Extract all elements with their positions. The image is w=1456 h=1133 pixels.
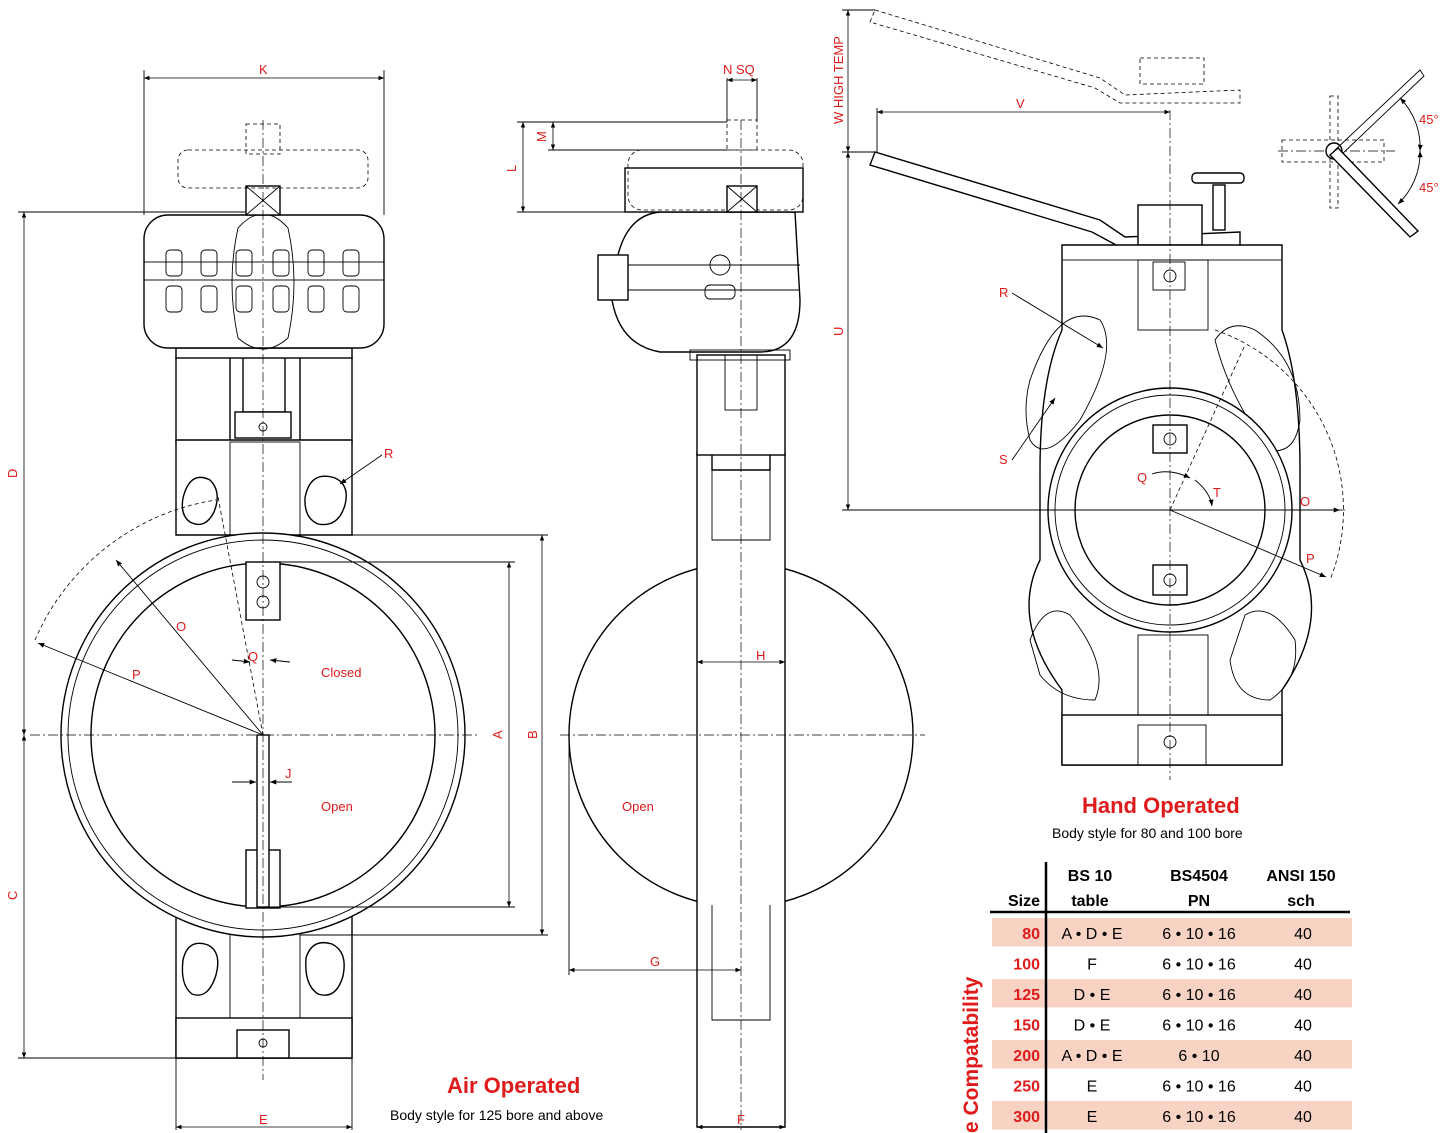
cell-bs10: D • E: [1074, 1018, 1111, 1035]
handle-position-detail: 45° 45°: [1278, 69, 1439, 238]
label-open-mid: Open: [622, 799, 654, 814]
label-P-left: P: [132, 667, 141, 682]
cell-size: 250: [1013, 1079, 1040, 1096]
cell-bs10: E: [1087, 1079, 1098, 1096]
cell-size: 200: [1013, 1048, 1040, 1065]
label-B: B: [525, 730, 540, 739]
label-angle-bottom: 45°: [1419, 180, 1439, 195]
label-H: H: [756, 648, 765, 663]
cell-ansi: 40: [1294, 1018, 1312, 1035]
table-rows: 80 A • D • E 6 • 10 • 16 40 100 F 6 • 10 • 16 4…: [992, 918, 1352, 1130]
cell-size: 100: [1013, 957, 1040, 974]
cell-ansi: 40: [1294, 926, 1312, 943]
table-header-size: Size: [1008, 893, 1040, 910]
cell-ansi: 40: [1294, 1048, 1312, 1065]
row-shading: [992, 1040, 1352, 1069]
table-header-ansi-line1: ANSI 150: [1266, 868, 1335, 885]
table-header-bs4504-line2: PN: [1188, 893, 1210, 910]
table-row: 80 A • D • E 6 • 10 • 16 40: [992, 918, 1352, 947]
cell-ansi: 40: [1294, 1079, 1312, 1096]
table-row: 100 F 6 • 10 • 16 40: [1013, 957, 1312, 974]
air-operated-title: Air Operated: [447, 1073, 580, 1098]
label-N-SQ: N SQ: [723, 62, 755, 77]
cell-bs4504: 6 • 10 • 16: [1162, 1079, 1236, 1096]
label-closed: Closed: [321, 665, 361, 680]
row-shading: [992, 918, 1352, 947]
label-P-right: P: [1306, 551, 1315, 566]
cell-bs10: A • D • E: [1062, 926, 1123, 943]
cell-bs4504: 6 • 10 • 16: [1162, 987, 1236, 1004]
table-row: 200 A • D • E 6 • 10 40: [992, 1040, 1352, 1069]
cell-bs4504: 6 • 10: [1178, 1048, 1219, 1065]
hand-operated-subtitle: Body style for 80 and 100 bore: [1052, 825, 1243, 841]
label-W: W HIGH TEMP: [831, 36, 846, 124]
label-A: A: [490, 730, 505, 739]
label-M: M: [534, 131, 549, 142]
table-header-ansi-line2: sch: [1287, 893, 1315, 910]
label-R-right: R: [999, 285, 1008, 300]
table-row: 300 E 6 • 10 • 16 40: [992, 1101, 1352, 1130]
label-O-right: O: [1300, 494, 1310, 509]
table-header-bs10-line2: table: [1071, 893, 1108, 910]
label-F: F: [737, 1112, 745, 1127]
label-U: U: [831, 327, 846, 336]
cell-ansi: 40: [1294, 987, 1312, 1004]
cell-bs4504: 6 • 10 • 16: [1162, 957, 1236, 974]
table-row: 250 E 6 • 10 • 16 40: [1013, 1079, 1312, 1096]
cell-ansi: 40: [1294, 957, 1312, 974]
row-shading: [992, 1101, 1352, 1130]
cell-size: 80: [1022, 926, 1040, 943]
cell-ansi: 40: [1294, 1109, 1312, 1126]
label-E: E: [259, 1112, 268, 1127]
table-header-bs10-line1: BS 10: [1068, 868, 1113, 885]
hand-operated-view: W HIGH TEMP V U R S Q T O P Hand Operate…: [831, 9, 1345, 841]
table-header: Size BS 10 table BS4504 PN ANSI 150 sch: [1008, 868, 1336, 910]
cell-size: 300: [1013, 1109, 1040, 1126]
label-open-left: Open: [321, 799, 353, 814]
label-angle-top: 45°: [1419, 112, 1439, 127]
label-V: V: [1016, 96, 1025, 111]
label-D: D: [5, 469, 20, 478]
table-side-title: e Compatability: [960, 976, 983, 1133]
label-L: L: [504, 165, 519, 172]
cell-size: 125: [1013, 987, 1040, 1004]
label-O-left: O: [176, 619, 186, 634]
label-R-left: R: [384, 446, 393, 461]
cell-bs10: E: [1087, 1109, 1098, 1126]
cell-bs4504: 6 • 10 • 16: [1162, 1018, 1236, 1035]
cell-bs4504: 6 • 10 • 16: [1162, 1109, 1236, 1126]
side-view: N SQ M L H Open G F: [504, 62, 925, 1130]
label-G: G: [650, 954, 660, 969]
label-T: T: [1213, 485, 1221, 500]
cell-bs10: F: [1087, 957, 1097, 974]
label-C: C: [5, 891, 20, 900]
cell-bs4504: 6 • 10 • 16: [1162, 926, 1236, 943]
air-operated-front-view: K D C A B E R O P Q Closed Open J Air Op…: [5, 62, 603, 1130]
label-J: J: [285, 766, 292, 781]
cell-size: 150: [1013, 1018, 1040, 1035]
table-row: 150 D • E 6 • 10 • 16 40: [1013, 1018, 1312, 1035]
label-K: K: [259, 62, 268, 77]
compatibility-table: e Compatability 80 A • D • E 6 • 10 • 16 40…: [960, 862, 1352, 1133]
row-shading: [992, 979, 1352, 1008]
table-header-bs4504-line1: BS4504: [1170, 868, 1228, 885]
label-Q-right: Q: [1137, 470, 1147, 485]
table-row: 125 D • E 6 • 10 • 16 40: [992, 979, 1352, 1008]
label-Q-left: Q: [248, 649, 258, 664]
hand-operated-title: Hand Operated: [1082, 793, 1240, 818]
label-S: S: [999, 452, 1008, 467]
cell-bs10: D • E: [1074, 987, 1111, 1004]
air-operated-subtitle: Body style for 125 bore and above: [390, 1107, 603, 1123]
cell-bs10: A • D • E: [1062, 1048, 1123, 1065]
